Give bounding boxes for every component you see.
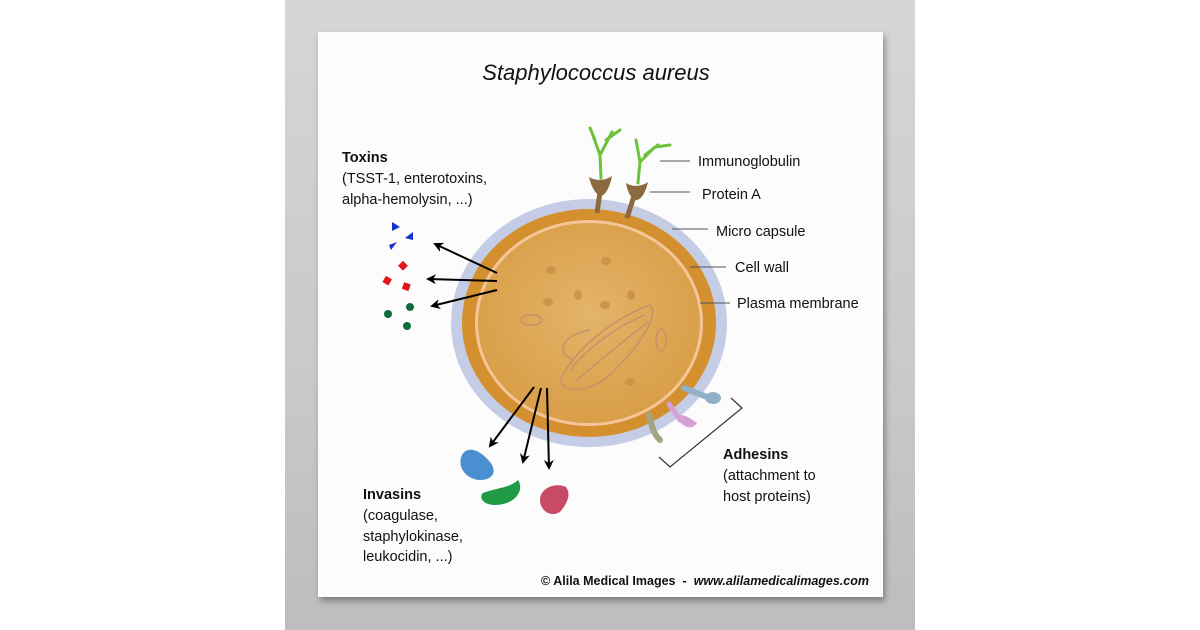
invasins-line: (coagulase, <box>363 508 438 524</box>
label-plasma-membrane: Plasma membrane <box>737 296 859 312</box>
copyright-text: © Alila Medical Images <box>541 574 676 588</box>
footer: © Alila Medical Images-www.alilamedicali… <box>541 574 869 588</box>
toxin-particles <box>382 222 414 330</box>
bacterium-cell <box>451 199 727 447</box>
diagram-title: Staphylococcus aureus <box>482 60 709 85</box>
adhesins-bracket <box>658 397 743 468</box>
granules <box>543 257 635 386</box>
adhesins-line: host proteins) <box>723 489 811 505</box>
adhesins-heading: Adhesins <box>723 447 788 463</box>
footer-url: www.alilamedicalimages.com <box>694 574 869 588</box>
footer-separator: - <box>683 574 687 588</box>
adhesins-line: (attachment to <box>723 468 816 484</box>
label-cell-wall: Cell wall <box>735 260 789 276</box>
toxins-line: alpha-hemolysin, ...) <box>342 192 473 208</box>
toxins-line: (TSST-1, enterotoxins, <box>342 171 487 187</box>
invasins-heading: Invasins <box>363 487 421 503</box>
invasins-line: leukocidin, ...) <box>363 549 452 565</box>
toxins-heading: Toxins <box>342 150 388 166</box>
label-immunoglobulin: Immunoglobulin <box>698 154 800 170</box>
nucleoid <box>519 304 667 391</box>
adhesins-icon <box>646 385 721 443</box>
toxin-arrows <box>426 242 498 309</box>
invasins-line: staphylokinase, <box>363 529 463 545</box>
label-micro-capsule: Micro capsule <box>716 224 805 240</box>
label-protein-a: Protein A <box>702 187 761 203</box>
cytoplasm <box>478 223 700 423</box>
protein-a-icon <box>589 176 648 219</box>
invasin-arrows <box>488 386 554 470</box>
leader-lines <box>650 160 730 304</box>
immunoglobulin-icon <box>588 126 672 185</box>
invasin-particles <box>460 449 569 515</box>
